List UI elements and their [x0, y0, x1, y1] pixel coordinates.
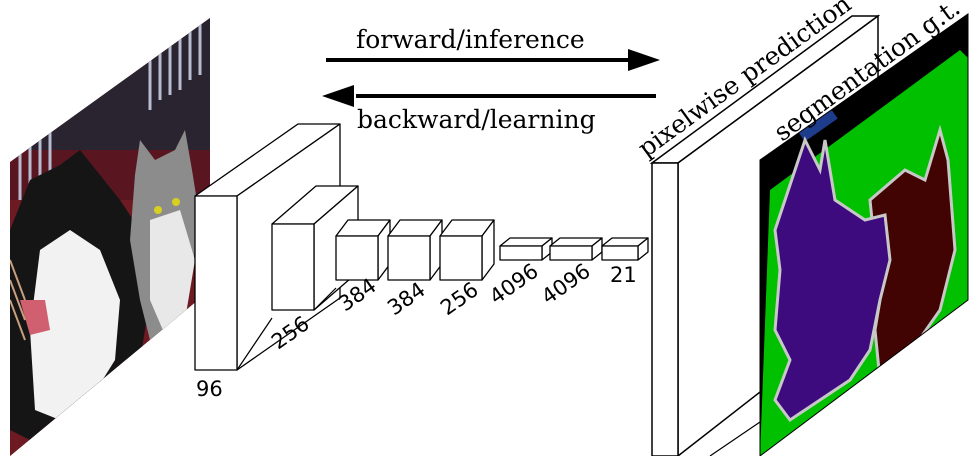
- layer-block-front-face: [499, 245, 543, 261]
- layer-size-label: 21: [610, 263, 637, 287]
- layer-size-label: 384: [383, 277, 430, 320]
- layer-size-label: 96: [196, 377, 223, 401]
- layer-block-front-face: [601, 245, 639, 261]
- layer-block-8: 21: [601, 237, 649, 287]
- forward-arrow: [326, 49, 660, 71]
- slab-connector-line: [709, 421, 761, 456]
- layer-block-front-face: [387, 235, 431, 281]
- layer-size-label: 256: [436, 277, 483, 320]
- segmentation-gt-frame: [759, 13, 969, 456]
- layer-block-front-face: [335, 235, 379, 281]
- layer-connector-line: [313, 287, 337, 311]
- layer-block-4: 384: [383, 219, 443, 320]
- layer-connector-line: [236, 317, 273, 371]
- layer-size-label: 4096: [485, 259, 543, 309]
- layer-block-front-face: [549, 245, 593, 261]
- input-image: [10, 18, 210, 456]
- layer-block-front-face: [271, 223, 315, 311]
- forward-label: forward/inference: [356, 25, 585, 54]
- layer-size-label: 4096: [537, 259, 595, 309]
- layer-block-front-face: [194, 195, 238, 371]
- backward-label: backward/learning: [357, 105, 596, 134]
- backward-arrow: [322, 85, 656, 107]
- layer-block-5: 256: [436, 219, 495, 320]
- layer-block-6: 4096: [485, 237, 553, 309]
- layer-block-front-face: [439, 235, 483, 281]
- layer-block-3: 384: [334, 219, 391, 316]
